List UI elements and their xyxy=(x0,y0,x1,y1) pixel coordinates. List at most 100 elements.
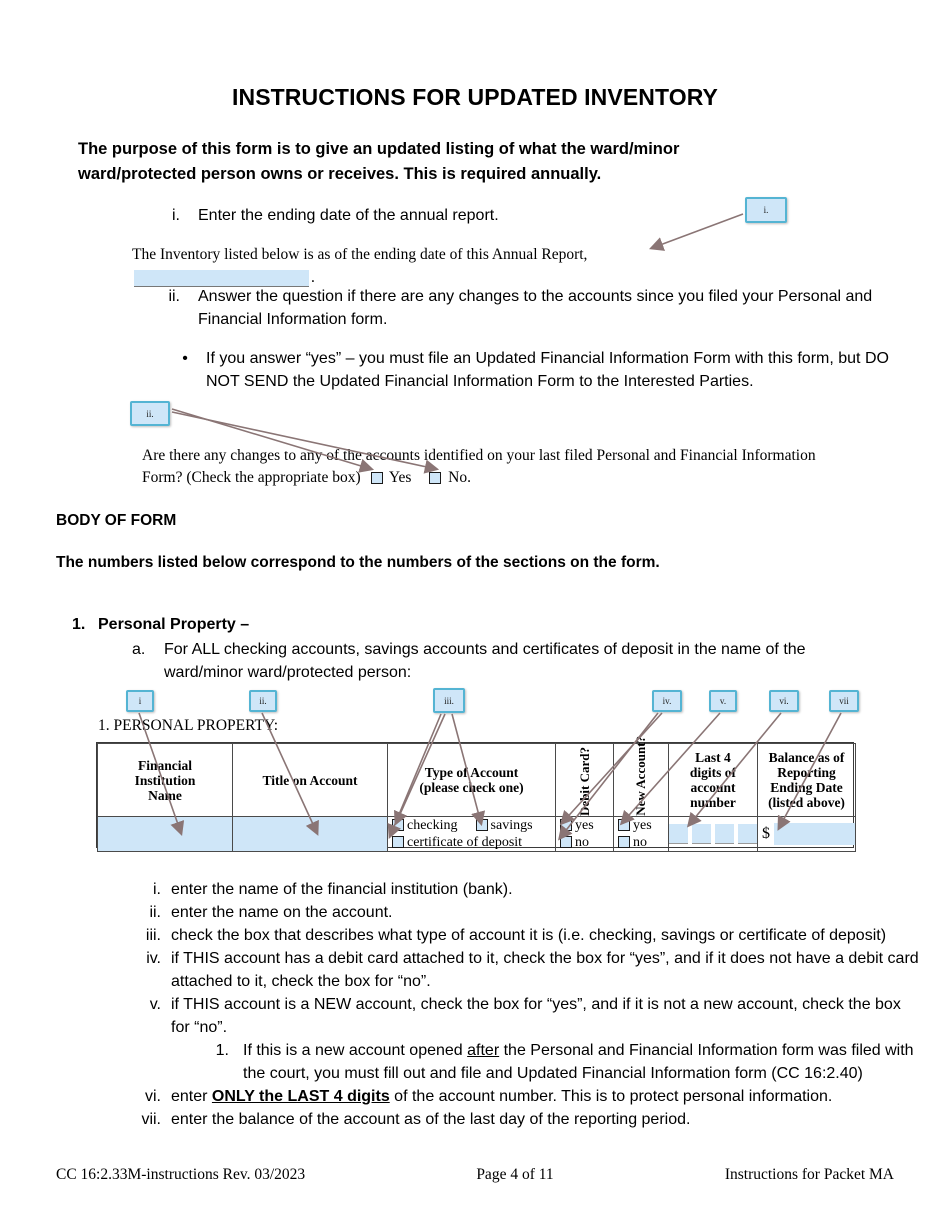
inventory-date-line: The Inventory listed below is as of the … xyxy=(132,243,752,289)
checkbox-no[interactable] xyxy=(429,472,442,484)
list-item: iii. check the box that describes what t… xyxy=(133,924,923,947)
list-item-marker: v. xyxy=(149,996,161,1013)
personal-property-label: 1. PERSONAL PROPERTY: xyxy=(98,717,279,734)
callout-table-iii-label: iii. xyxy=(444,695,454,706)
option-savings-label: savings xyxy=(490,818,533,833)
header-new-account-text: New Account? xyxy=(633,736,648,816)
inventory-line-suffix: . xyxy=(311,269,315,286)
cell-title-on-account-input[interactable] xyxy=(232,816,388,852)
digit-box-group xyxy=(669,824,757,844)
option-certificate-of-deposit[interactable]: certificate of deposit xyxy=(392,835,522,850)
callout-table-vi-label: vi. xyxy=(779,696,789,706)
header-line: account xyxy=(690,780,736,795)
digit-box-1[interactable] xyxy=(669,824,688,844)
list-item: i. enter the name of the financial insti… xyxy=(133,878,923,901)
list-item-text: enter ONLY the LAST 4 digits of the acco… xyxy=(171,1085,923,1108)
callout-table-ii: ii. xyxy=(249,690,277,712)
cell-financial-institution-input[interactable] xyxy=(97,816,233,852)
digit-box-4[interactable] xyxy=(738,824,757,844)
list-item-text: if THIS account has a debit card attache… xyxy=(171,950,919,990)
checkbox-savings[interactable] xyxy=(475,819,488,831)
list-item-text: check the box that describes what type o… xyxy=(171,927,887,944)
checkbox-new-no[interactable] xyxy=(618,836,630,848)
list-item-marker: ii. xyxy=(149,904,161,921)
ending-date-field[interactable] xyxy=(134,269,309,287)
accounts-table: Financial Institution Name Title on Acco… xyxy=(96,736,856,852)
step-i-text: Enter the ending date of the annual repo… xyxy=(198,207,499,224)
header-line: Name xyxy=(148,787,182,803)
checkbox-yes[interactable] xyxy=(370,472,383,484)
instructions-list: i. enter the name of the financial insti… xyxy=(133,878,923,1131)
cell-new-account: yes no xyxy=(613,816,669,852)
cell-debit-card: yes no xyxy=(555,816,614,852)
option-cod-label: certificate of deposit xyxy=(407,835,523,850)
callout-step-ii-label: ii. xyxy=(146,408,154,419)
digit-box-3[interactable] xyxy=(715,824,734,844)
cell-last-4-digits xyxy=(668,816,758,852)
callout-table-iii: iii. xyxy=(433,688,465,713)
list-item-marker: vii. xyxy=(141,1111,161,1128)
checkbox-checking[interactable] xyxy=(392,819,404,831)
step-ii-text: Answer the question if there are any cha… xyxy=(198,288,873,328)
page-footer: CC 16:2.33M-instructions Rev. 03/2023 Pa… xyxy=(56,1166,894,1184)
header-line: Title on Account xyxy=(262,772,358,788)
section-1-item-a: a. For ALL checking accounts, savings ac… xyxy=(132,638,862,684)
nested-item-marker: 1. xyxy=(215,1042,229,1059)
body-of-form-heading: BODY OF FORM xyxy=(56,512,177,529)
header-line: digits of xyxy=(689,765,737,780)
header-line: Balance as of xyxy=(768,750,845,765)
inventory-line-prefix: The Inventory listed below is as of the … xyxy=(132,246,588,263)
footer-center: Page 4 of 11 xyxy=(476,1166,554,1183)
step-i: i. Enter the ending date of the annual r… xyxy=(146,204,766,227)
nested-text-part2: the Personal and Financial Information f… xyxy=(243,1042,914,1082)
option-debit-yes[interactable]: yes xyxy=(560,818,594,833)
checkbox-certificate-of-deposit[interactable] xyxy=(392,836,404,848)
section-1-title: Personal Property – xyxy=(98,616,250,633)
list-item-nested: 1. If this is a new account opened after… xyxy=(133,1039,923,1085)
checkbox-debit-no[interactable] xyxy=(560,836,572,848)
cell-type-of-account: checking savings certificate of deposit xyxy=(387,816,556,852)
option-savings[interactable]: savings xyxy=(475,818,533,833)
option-debit-no[interactable]: no xyxy=(560,835,589,850)
cell-balance: $ xyxy=(757,816,856,852)
balance-input[interactable] xyxy=(774,823,855,845)
header-line: Reporting xyxy=(777,765,836,780)
callout-table-iv-label: iv. xyxy=(662,696,672,706)
option-checking[interactable]: checking xyxy=(392,818,458,833)
option-new-no-label: no xyxy=(633,835,647,850)
tail-suffix: of the account number. This is to protec… xyxy=(389,1088,833,1105)
checkbox-new-yes[interactable] xyxy=(618,819,630,831)
header-financial-institution: Financial Institution Name xyxy=(97,743,233,817)
callout-table-vii-label: vii xyxy=(839,696,849,706)
header-title-on-account: Title on Account xyxy=(232,743,388,817)
checkbox-debit-yes[interactable] xyxy=(560,819,572,831)
header-balance: Balance as of Reporting Ending Date (lis… xyxy=(757,743,856,817)
list-item-text: if THIS account is a NEW account, check … xyxy=(171,996,901,1036)
header-line: Financial xyxy=(137,757,192,773)
step-i-marker: i. xyxy=(172,207,180,224)
header-debit-card-text: Debit Card? xyxy=(576,747,592,816)
step-ii-bullet: • If you answer “yes” – you must file an… xyxy=(178,347,893,393)
callout-table-i-label: i xyxy=(138,696,142,706)
question-text-line2: Form? (Check the appropriate box) xyxy=(142,469,361,486)
currency-symbol: $ xyxy=(762,825,770,842)
tail-prefix: enter xyxy=(171,1088,212,1105)
body-of-form-subheading: The numbers listed below correspond to t… xyxy=(56,554,660,571)
header-line: (listed above) xyxy=(768,795,845,810)
callout-table-i: i xyxy=(126,690,154,712)
option-new-no[interactable]: no xyxy=(618,835,647,850)
list-item: vii. enter the balance of the account as… xyxy=(133,1108,923,1131)
header-last-4-digits: Last 4 digits of account number xyxy=(668,743,758,817)
callout-table-vi: vi. xyxy=(769,690,799,712)
option-new-yes[interactable]: yes xyxy=(618,818,652,833)
step-ii: ii. Answer the question if there are any… xyxy=(146,285,876,331)
header-new-account: New Account? xyxy=(613,736,669,817)
digit-box-2[interactable] xyxy=(692,824,711,844)
callout-table-v-label: v. xyxy=(719,696,727,706)
question-text-line1: Are there any changes to any of the acco… xyxy=(142,447,816,464)
header-line: Type of Account xyxy=(424,765,519,780)
list-item-text: enter the balance of the account as of t… xyxy=(171,1111,691,1128)
option-debit-no-label: no xyxy=(575,835,589,850)
list-item: ii. enter the name on the account. xyxy=(133,901,923,924)
